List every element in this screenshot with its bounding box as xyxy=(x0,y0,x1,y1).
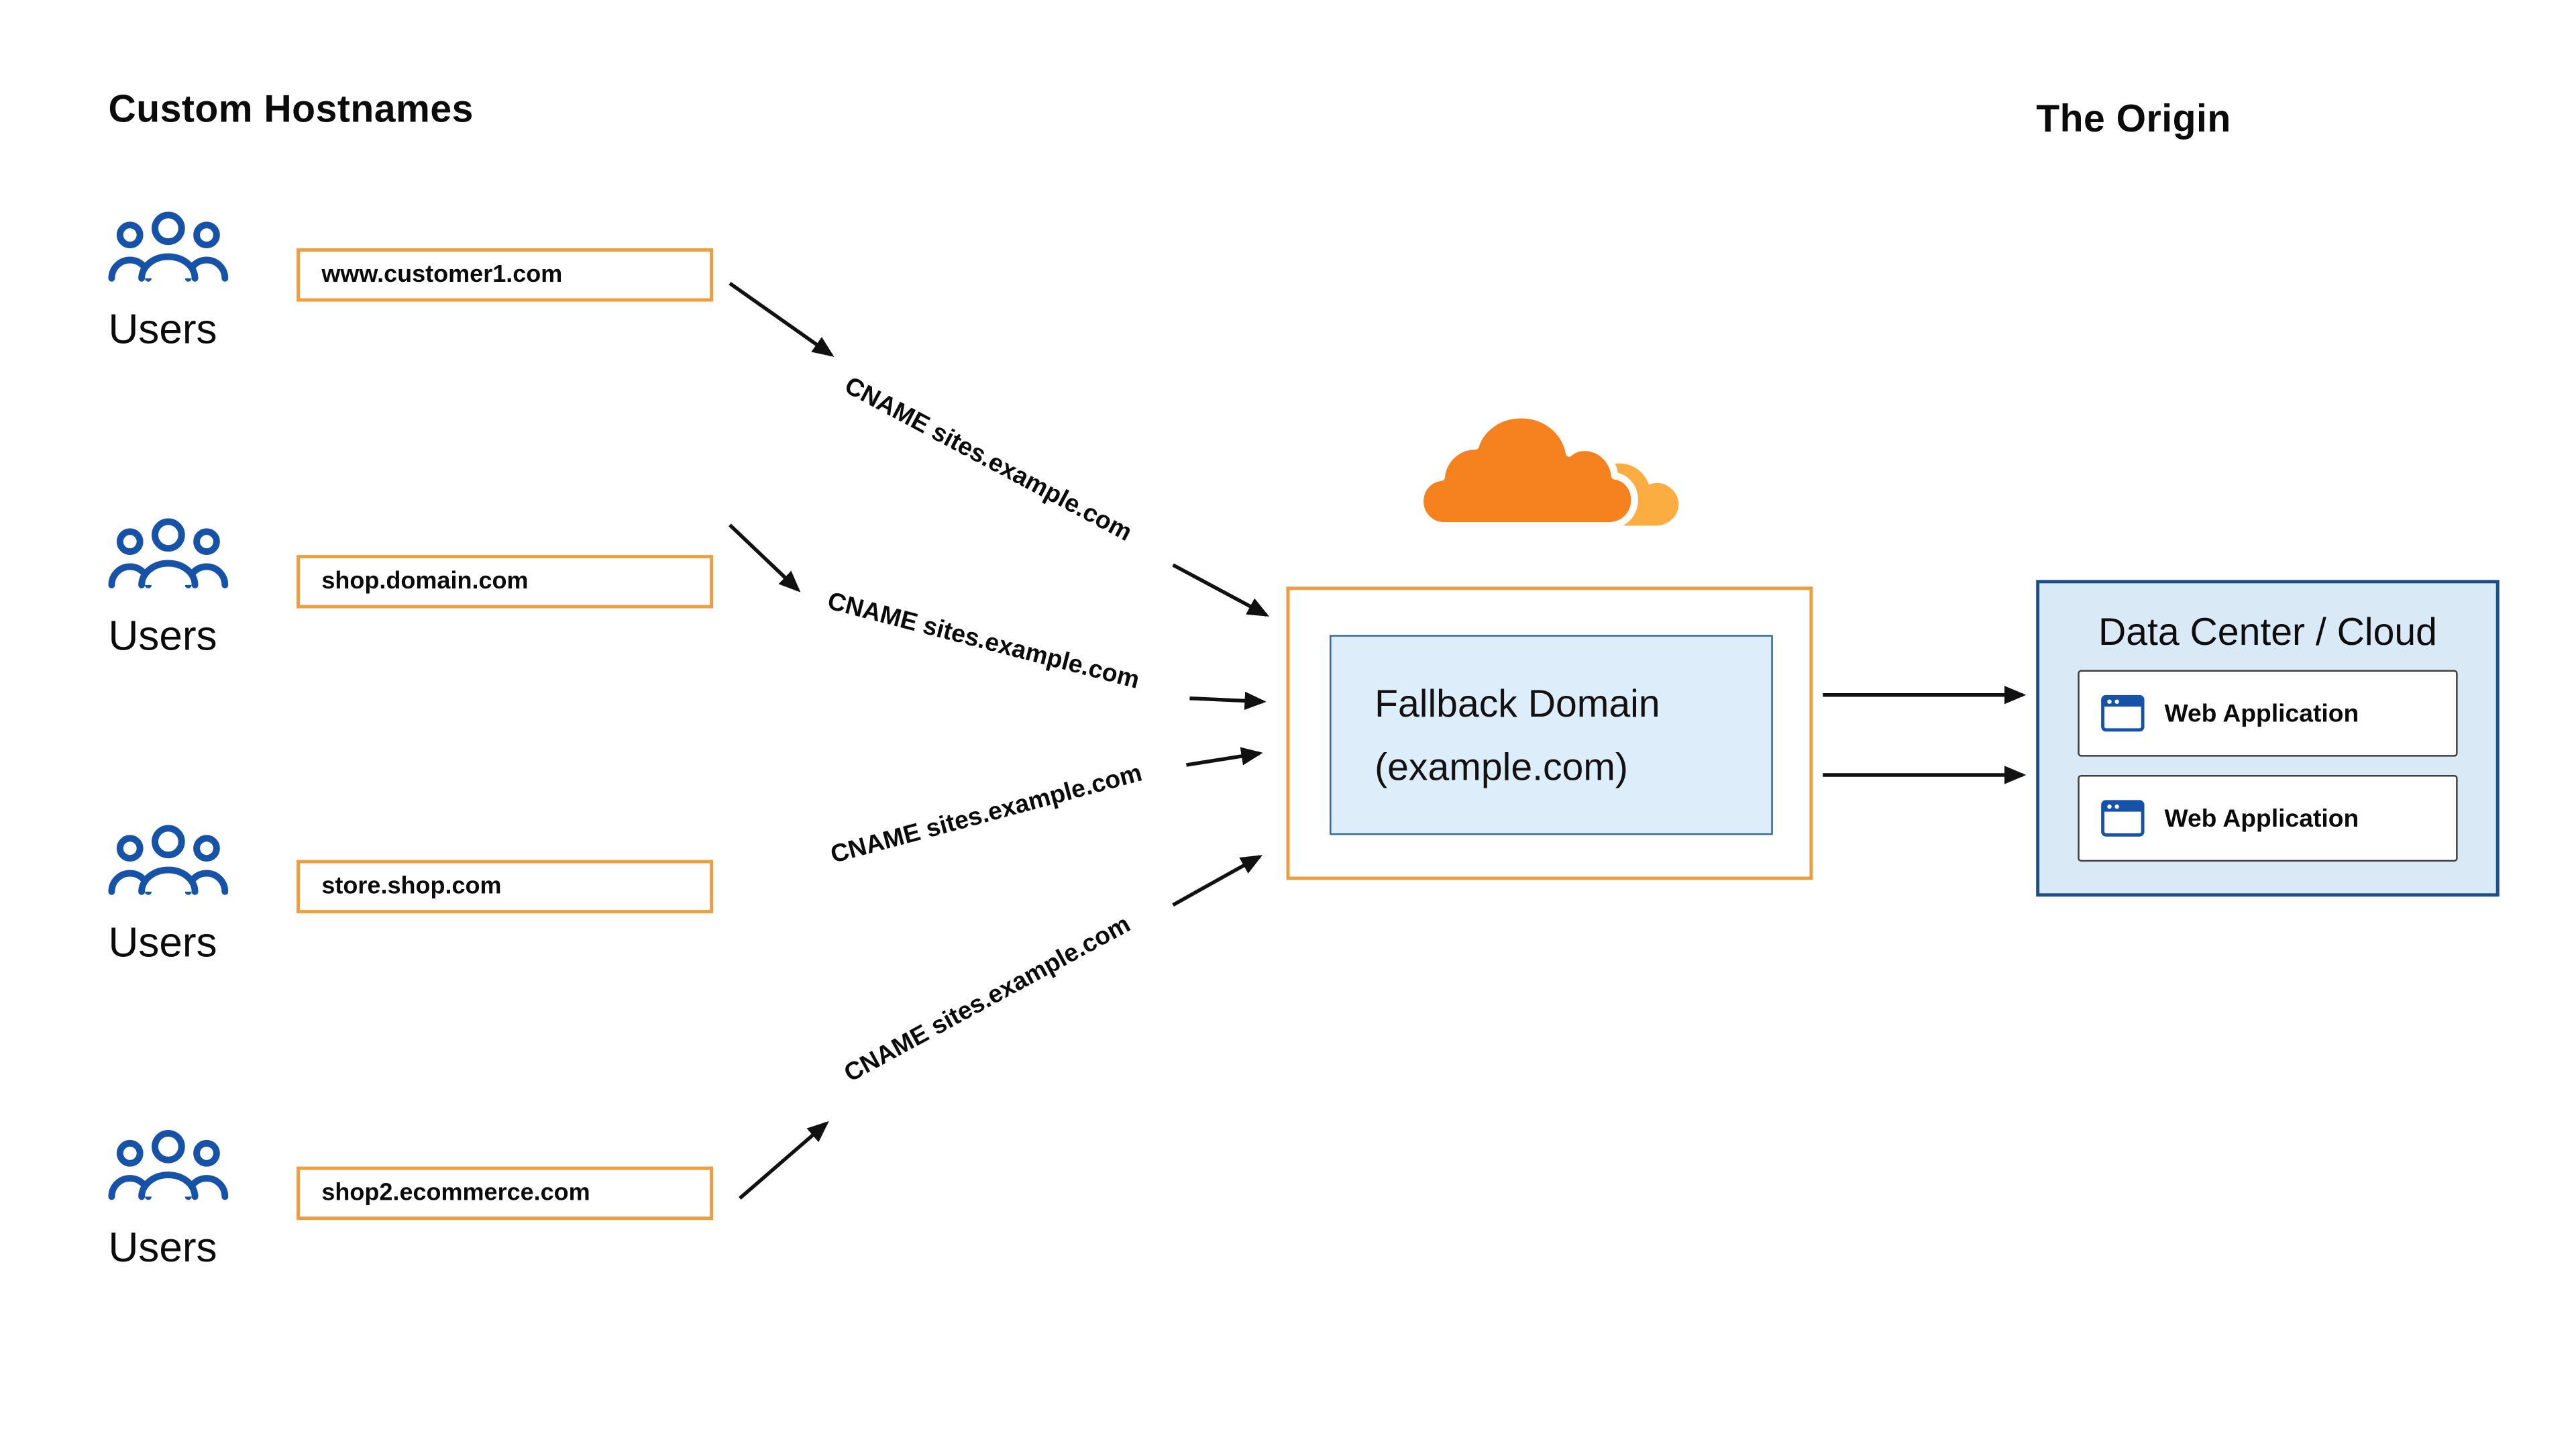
arrow-row1-from-hostname xyxy=(729,282,835,357)
fallback-domain-outer-box: Fallback Domain (example.com) xyxy=(1286,586,1813,880)
hostname-label: shop2.ecommerce.com xyxy=(321,1180,590,1207)
arrow-row4-to-fallback xyxy=(1172,855,1263,907)
data-center-box: Data Center / Cloud Web Application Web … xyxy=(2036,580,2500,897)
users-label: Users xyxy=(108,307,217,354)
hostname-box-3: store.shop.com xyxy=(297,860,714,914)
hostname-label: shop.domain.com xyxy=(321,568,529,595)
users-label: Users xyxy=(108,1225,217,1272)
arrow-row2-from-hostname xyxy=(729,523,801,592)
users-icon xyxy=(108,1130,229,1200)
fallback-domain-name: Fallback Domain xyxy=(1375,681,1660,725)
arrow-row2-to-fallback xyxy=(1189,691,1267,711)
data-center-title: Data Center / Cloud xyxy=(2098,610,2437,654)
users-icon xyxy=(108,825,229,895)
users-group-2: Users xyxy=(108,517,258,662)
cloudflare-logo-icon xyxy=(1416,411,1679,529)
heading-the-origin: The Origin xyxy=(2036,97,2231,140)
web-application-label: Web Application xyxy=(2164,804,2359,833)
hostname-label: store.shop.com xyxy=(321,873,502,900)
arrow-row1-to-fallback xyxy=(1172,563,1270,617)
hostname-box-4: shop2.ecommerce.com xyxy=(297,1166,714,1221)
web-application-box-2: Web Application xyxy=(2078,774,2458,862)
heading-custom-hostnames: Custom Hostnames xyxy=(108,87,474,130)
hostname-box-2: shop.domain.com xyxy=(297,555,714,609)
users-icon xyxy=(108,518,229,588)
users-icon xyxy=(108,211,229,282)
web-application-label: Web Application xyxy=(2164,698,2359,728)
hostname-label: www.customer1.com xyxy=(321,261,563,289)
users-label: Users xyxy=(108,613,217,660)
users-group-1: Users xyxy=(108,210,258,355)
arrow-row4-from-hostname xyxy=(739,1121,829,1200)
users-group-4: Users xyxy=(108,1129,258,1274)
users-group-3: Users xyxy=(108,823,258,968)
hostname-box-1: www.customer1.com xyxy=(297,248,714,302)
users-label: Users xyxy=(108,920,217,967)
web-application-box-1: Web Application xyxy=(2078,670,2458,757)
arrow-row3-to-fallback xyxy=(1186,747,1263,767)
fallback-domain-example: (example.com) xyxy=(1375,745,1628,788)
browser-window-icon xyxy=(2101,800,2145,837)
browser-window-icon xyxy=(2101,694,2145,732)
fallback-domain-box: Fallback Domain (example.com) xyxy=(1330,635,1773,835)
